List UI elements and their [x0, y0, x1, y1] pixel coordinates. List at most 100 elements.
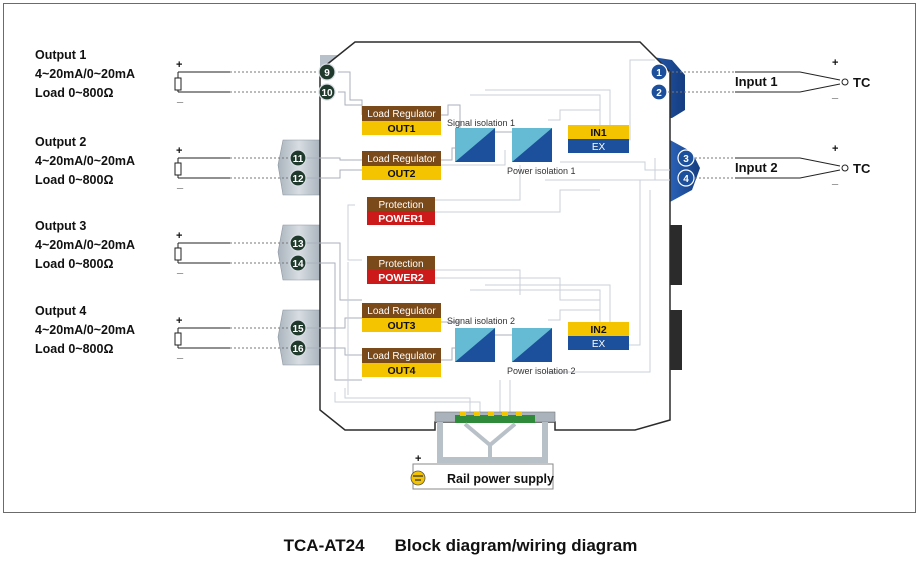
output-3-title: Output 3 [35, 219, 86, 233]
input-external-wiring [668, 71, 849, 179]
signal-isolation-2-block [455, 328, 495, 362]
load-resistor-icon [174, 77, 182, 91]
svg-text:13: 13 [292, 239, 304, 250]
input-terminals: 1 2 3 4 [650, 63, 695, 187]
terminal-1 [650, 63, 668, 81]
svg-text:16: 16 [292, 344, 304, 355]
thermocouple-icon [841, 164, 849, 172]
signal-isolation-1-block [455, 128, 495, 162]
svg-text:Protection: Protection [378, 200, 423, 211]
output-4-load: Load 0~800Ω [35, 342, 113, 356]
svg-text:+: + [176, 315, 182, 327]
terminal-12 [289, 169, 307, 187]
svg-text:Load Regulator: Load Regulator [367, 306, 436, 317]
svg-text:+: + [176, 145, 182, 157]
svg-text:_: _ [176, 263, 184, 275]
terminal-15 [289, 319, 307, 337]
caption-title: Block diagram/wiring diagram [394, 536, 638, 555]
svg-text:Load Regulator: Load Regulator [367, 154, 436, 165]
svg-text:4: 4 [683, 174, 689, 185]
protection-power1: Protection POWER1 [367, 197, 435, 225]
terminal-3 [677, 149, 695, 167]
svg-text:_: _ [176, 178, 184, 190]
input-labels: Input 1 + _ TC Input 2 + _ TC [735, 57, 871, 186]
input-2-title: Input 2 [735, 160, 778, 175]
svg-text:_: _ [176, 348, 184, 360]
svg-text:EX: EX [592, 142, 606, 153]
output-labels: Output 1 4~20mA/0~20mA Load 0~800Ω Outpu… [35, 48, 135, 356]
rail-power-label: Rail power supply [447, 472, 554, 486]
svg-text:POWER2: POWER2 [378, 272, 424, 284]
output-external-wiring [174, 71, 318, 349]
svg-text:+: + [176, 230, 182, 242]
svg-text:OUT4: OUT4 [387, 365, 415, 377]
output-polarity-marks: + _ + _ + _ + _ [176, 59, 184, 360]
power-isolation-1-block [512, 128, 552, 162]
rail-plus-mark: + [415, 453, 421, 465]
svg-text:OUT3: OUT3 [387, 320, 415, 332]
dc-source-icon [410, 470, 426, 486]
output-2-range: 4~20mA/0~20mA [35, 154, 135, 168]
output-1-title: Output 1 [35, 48, 86, 62]
side-clip [670, 225, 682, 285]
power-isolation-2-block [512, 328, 552, 362]
rail-power-supply: + Rail power supply [410, 453, 554, 490]
svg-text:EX: EX [592, 339, 606, 350]
svg-text:OUT2: OUT2 [387, 168, 415, 180]
svg-text:Load Regulator: Load Regulator [367, 351, 436, 362]
svg-text:_: _ [176, 92, 184, 104]
svg-text:+: + [176, 59, 182, 71]
svg-text:+: + [832, 57, 838, 69]
svg-text:Load Regulator: Load Regulator [367, 109, 436, 120]
svg-text:9: 9 [324, 68, 330, 79]
power-isolation-2-label: Power isolation 2 [507, 366, 576, 376]
svg-text:3: 3 [683, 154, 689, 165]
input-block-in1: IN1 EX [568, 125, 629, 153]
load-regulator-out3: Load Regulator OUT3 [362, 303, 441, 332]
output-3-range: 4~20mA/0~20mA [35, 238, 135, 252]
svg-text:+: + [832, 143, 838, 155]
output-1-range: 4~20mA/0~20mA [35, 67, 135, 81]
terminal-11 [289, 149, 307, 167]
svg-text:_: _ [831, 88, 839, 100]
svg-text:Protection: Protection [378, 259, 423, 270]
svg-text:OUT1: OUT1 [387, 123, 415, 135]
side-clip [670, 310, 682, 370]
load-resistor-icon [174, 162, 182, 176]
svg-text:10: 10 [321, 88, 333, 99]
input-1-title: Input 1 [735, 74, 778, 89]
rail-connector [434, 411, 556, 463]
svg-text:12: 12 [292, 174, 304, 185]
load-regulator-out1: Load Regulator OUT1 [362, 106, 441, 135]
svg-text:2: 2 [656, 88, 662, 99]
output-terminals: 9 10 11 12 13 14 15 16 [289, 63, 336, 357]
power-isolation-1-label: Power isolation 1 [507, 166, 576, 176]
terminal-4 [677, 169, 695, 187]
input-1-sensor: TC [853, 75, 871, 90]
svg-text:_: _ [831, 174, 839, 186]
load-resistor-icon [174, 332, 182, 346]
protection-power2: Protection POWER2 [367, 256, 435, 284]
output-4-range: 4~20mA/0~20mA [35, 323, 135, 337]
terminal-10 [318, 83, 336, 101]
terminal-14 [289, 254, 307, 272]
input-block-in2: IN2 EX [568, 322, 629, 350]
svg-text:15: 15 [292, 324, 304, 335]
load-resistor-icon [174, 247, 182, 261]
signal-isolation-1-label: Signal isolation 1 [447, 118, 515, 128]
svg-text:14: 14 [292, 259, 304, 270]
output-1-load: Load 0~800Ω [35, 86, 113, 100]
svg-text:IN2: IN2 [590, 324, 607, 336]
input-2-sensor: TC [853, 161, 871, 176]
output-2-load: Load 0~800Ω [35, 173, 113, 187]
output-4-title: Output 4 [35, 304, 86, 318]
svg-text:POWER1: POWER1 [378, 213, 424, 225]
block-diagram: Signal isolation 1 Power isolation 1 Sig… [35, 41, 871, 490]
terminal-13 [289, 234, 307, 252]
svg-text:IN1: IN1 [590, 127, 607, 139]
load-regulator-out2: Load Regulator OUT2 [362, 151, 441, 180]
terminal-2 [650, 83, 668, 101]
diagram-frame [3, 3, 916, 513]
terminal-9 [318, 63, 336, 81]
